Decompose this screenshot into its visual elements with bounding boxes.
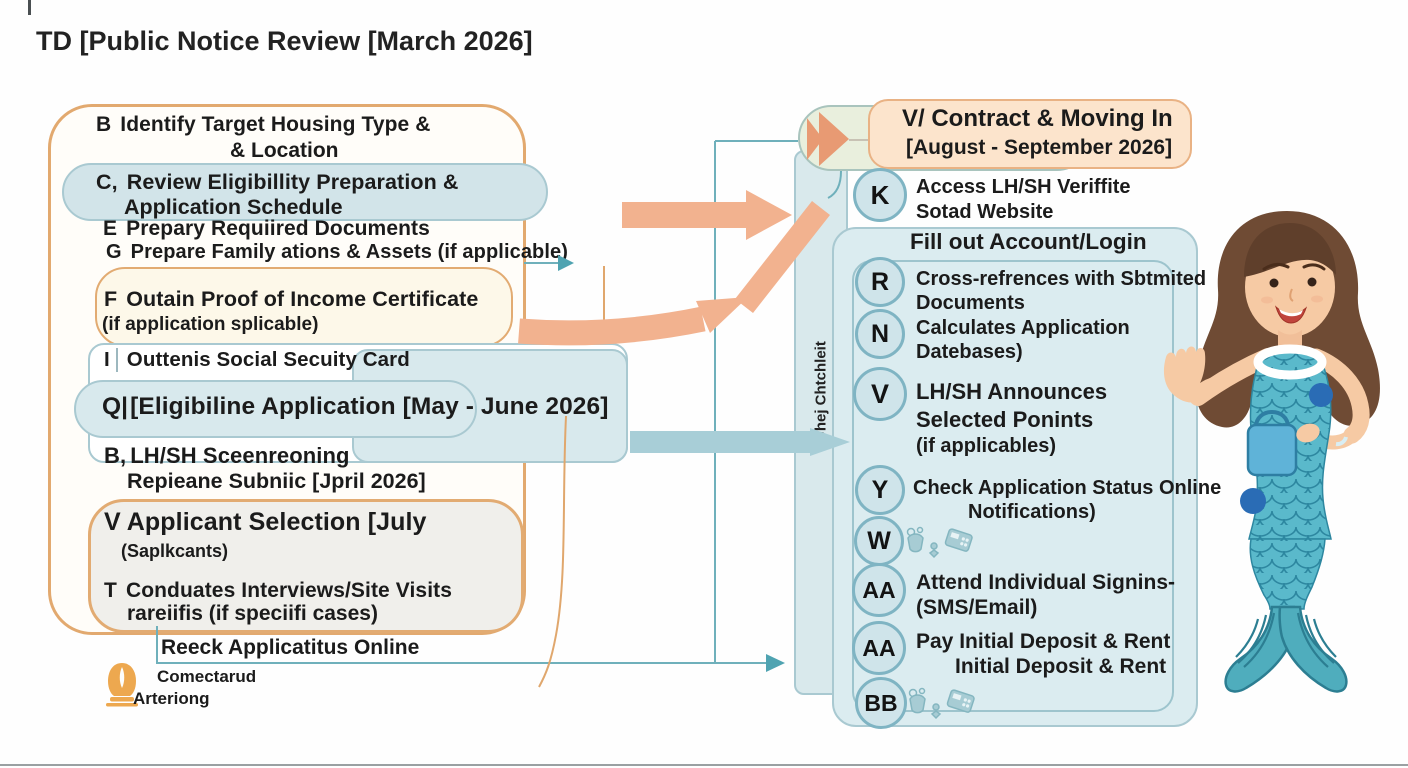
node-aa1-label2: (SMS/Email) [916,596,1038,619]
node-bb: BB [855,677,907,729]
node-r-label2: Documents [916,292,1025,314]
panel-title: Fill out Account/Login [910,229,1147,254]
teal-arrowhead-bottom [766,654,785,672]
contract-header-line2: [August - September 2026] [906,136,1173,159]
step-identify-housing: B Identify Target Housing Type & [96,113,431,137]
step-income-certificate: F Outain Proof of Income Certificate [104,287,478,312]
step-key: C, [96,170,118,194]
node-v-label1: LH/SH Announces [916,379,1108,404]
node-y-label1: Check Application Status Online [913,477,1222,499]
step-prepare-documents: E Prepary Requiired Documents [103,217,430,241]
node-letter: W [867,526,891,555]
node-r: R [855,257,905,307]
node-k-label2: Sotad Website [916,201,1054,223]
step-text: Identify Target Housing Type & [120,113,431,136]
salmon-arrow-curved-head [696,297,748,333]
node-y: Y [855,465,905,515]
step-identify-housing-line2: & Location [230,139,339,162]
node-letter: AA [862,634,896,661]
node-letter: K [870,179,890,210]
step-applicant-selection-line2: (Saplkcants) [121,541,229,561]
step-key: G [106,241,122,263]
process-panel-inner-outline [852,260,1174,712]
eligibility-application-pill [74,380,477,438]
node-aa1-label1: Attend Individual Signins- [916,571,1175,594]
check-application-online: Reeck Applicatitus Online [161,636,420,659]
node-k-label1: Access LH/SH Veriffite [916,176,1131,198]
step-prepare-family: G Prepare Family ations & Assets (if app… [106,241,568,264]
step-lhsh-screening-line2: Repieane Subniic [Jpril 2026] [127,469,426,493]
review-eligibility-box [62,163,548,221]
step-text: Outain Proof of Income Certificate [126,287,479,311]
page-title: TD [Public Notice Review [March 2026] [36,26,533,56]
edge-tick [28,0,31,15]
step-key: I [104,348,118,372]
step-text: Applicant Selection [July [126,508,427,536]
contract-header-line1: V/ Contract & Moving In [902,105,1173,132]
orange-connector-lines [538,266,605,688]
node-k: K [853,168,907,222]
node-letter: R [870,267,890,296]
node-letter: BB [864,689,898,716]
node-n-label2: Datebases) [916,341,1023,363]
contract-header-box [868,99,1192,169]
node-aa2-label1: Pay Initial Deposit & Rent [916,630,1171,653]
node-aa1: AA [852,563,906,617]
node-v-label2: Selected Ponints [916,407,1094,432]
step-text: Review Eligibillity Preparation & [126,170,459,194]
step-interviews-line2: rareiifis (if speciifi cases) [127,602,378,625]
step-income-certificate-line2: (if application splicable) [102,314,319,335]
node-letter: Y [871,475,889,504]
step-eligibility-application: Q| [Eligibiline Application [May - June … [102,393,609,421]
step-applicant-selection: V Applicant Selection [July [104,508,427,537]
step-key: F [104,287,118,311]
step-text: Prepary Requiired Documents [126,217,430,240]
node-n: N [855,309,905,359]
salmon-arrow-horizontal [622,190,792,240]
step-text: Conduates Interviews/Site Visits [125,579,453,602]
step-key: B, [104,443,127,468]
node-aa2-label2: Initial Deposit & Rent [955,655,1167,678]
step-text: [Eligibiline Application [May - June 202… [130,393,609,420]
node-letter: V [870,378,889,409]
step-text: LH/SH Sceenreoning [130,443,350,468]
step-interviews: T Conduates Interviews/Site Visits [104,579,452,603]
gadgets-icon [905,684,983,722]
footer-note-line2: Arteriong [133,689,210,708]
step-lhsh-screening: B, LH/SH Sceenreoning [104,443,350,469]
gadgets-icon [903,523,981,561]
step-review-eligibility-line2: Application Schedule [124,195,343,219]
footer-note-line1: Comectarud [157,667,257,686]
step-key: B [96,113,112,136]
step-social-security-card: I Outtenis Social Secuity Card [104,348,410,372]
checklist-strip-label: Uhej Chtchleit [812,341,830,443]
step-text: Prepare Family ations & Assets (if appli… [130,241,569,263]
orange-arrowhead-left [579,325,592,337]
step-key: V [104,508,121,536]
node-r-label1: Cross-refrences with Sbtmited [916,268,1207,290]
step-review-eligibility: C, Review Eligibillity Preparation & [96,170,459,195]
node-n-label1: Calculates Application [916,317,1130,339]
node-v: V [853,367,907,421]
lamp-icon [100,658,144,708]
step-text: Outtenis Social Secuity Card [126,348,410,371]
mermaid-illustration [1140,205,1408,765]
step-key: T [104,579,117,602]
node-letter: AA [862,576,896,603]
step-key: Q| [102,393,129,420]
node-w: W [854,516,904,566]
node-aa2: AA [852,621,906,675]
node-v-label3: (if applicables) [916,435,1057,457]
step-key: E [103,217,118,240]
node-letter: N [870,319,890,348]
salmon-arrow-curved-body [518,306,706,346]
bottom-rule [0,764,1408,766]
node-y-label2: Notifications) [968,501,1096,523]
